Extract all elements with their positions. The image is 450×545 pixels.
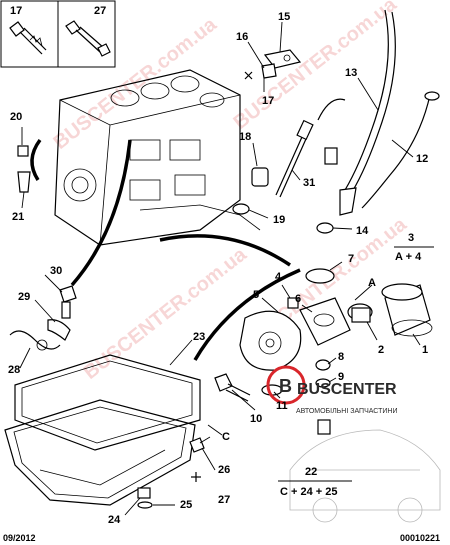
formula-c-24-25: C + 24 + 25 (280, 486, 338, 498)
label-24: 24 (108, 514, 121, 526)
label-17: 17 (262, 95, 274, 107)
sump-accessories (137, 437, 205, 509)
label-7: 7 (348, 253, 354, 265)
label-29: 29 (18, 291, 30, 303)
label-2: 2 (378, 344, 384, 356)
cross-17-icon (244, 71, 253, 80)
label-6: 6 (295, 293, 301, 305)
sensor-31 (275, 98, 346, 198)
bracket-29 (47, 319, 71, 341)
plug-18 (232, 167, 269, 215)
engine-block (54, 69, 261, 246)
label-23: 23 (193, 331, 205, 343)
washer-9 (315, 378, 331, 388)
label-16: 16 (236, 31, 248, 43)
adapter-2 (347, 303, 373, 323)
bolt-17-icon (9, 21, 47, 55)
oil-filter-1 (381, 283, 433, 337)
label-12: 12 (416, 153, 428, 165)
washer-14 (316, 222, 334, 234)
plug-20-21 (17, 145, 31, 193)
label-22: 22 (305, 466, 317, 478)
bolt-10 (214, 373, 251, 402)
bolt-header-box: 17 27 (0, 0, 116, 68)
label-17-header: 17 (10, 5, 22, 17)
callout-labels: 15 16 17 13 12 18 31 19 14 20 21 7 4 5 A… (8, 11, 428, 526)
label-8: 8 (338, 351, 344, 363)
label-3: 3 (408, 232, 414, 244)
leader-lines (19, 21, 421, 516)
label-1: 1 (422, 344, 428, 356)
part-c-bolt (317, 419, 331, 435)
watermark-text: BUSCENTER.com.ua (230, 0, 402, 134)
logo-tagline: АВТОМОБІЛЬНІ ЗАПЧАСТИНИ (296, 408, 397, 415)
label-9: 9 (338, 371, 344, 383)
part-4 (287, 297, 299, 309)
footer-date: 09/2012 (3, 533, 36, 543)
cross-27-icon (191, 472, 201, 482)
seal-25 (137, 501, 153, 509)
logo-brand: BUSCENTER (297, 381, 397, 398)
label-28: 28 (8, 364, 20, 376)
oil-pump-5 (239, 310, 302, 371)
formula-3: 3 A + 4 (394, 232, 434, 263)
label-19: 19 (273, 214, 285, 226)
seal-8 (315, 359, 331, 371)
label-27: 27 (218, 494, 230, 506)
label-21: 21 (12, 211, 24, 223)
bracket-15 (244, 49, 302, 80)
oil-filter-group (214, 268, 433, 435)
label-10: 10 (250, 413, 262, 425)
label-14: 14 (356, 225, 369, 237)
formula-22: 22 C + 24 + 25 (278, 466, 352, 498)
watermark-layer: BUSCENTER.com.ua BUSCENTER.com.ua BUSCEN… (50, 0, 412, 384)
vehicle-ghost (289, 429, 441, 523)
dipstick-assembly (339, 9, 440, 216)
section-curves (30, 138, 301, 361)
footer-code: 00010221 (400, 533, 440, 543)
oil-sump (4, 354, 201, 506)
footer: 09/2012 00010221 (3, 533, 440, 543)
label-18: 18 (239, 131, 251, 143)
label-26: 26 (218, 464, 230, 476)
watermark-text: BUSCENTER.com.ua (50, 13, 222, 154)
bolt-30 (59, 285, 77, 303)
label-c: C (222, 431, 230, 443)
label-27-header: 27 (94, 5, 106, 17)
label-4: 4 (275, 271, 282, 283)
label-11: 11 (276, 400, 288, 412)
label-20: 20 (10, 111, 22, 123)
label-15: 15 (278, 11, 290, 23)
svg-text:B: B (279, 376, 292, 396)
clip-26 (189, 437, 205, 453)
label-31: 31 (303, 177, 315, 189)
label-5: 5 (253, 289, 259, 301)
bolt-27-icon (65, 20, 111, 57)
label-a: A (368, 277, 376, 289)
pipe-28 (9, 330, 61, 350)
o-ring-7 (305, 268, 335, 284)
label-25: 25 (180, 499, 192, 511)
oil-cooler-6 (299, 297, 351, 346)
formula-a-plus-4: A + 4 (395, 251, 422, 263)
drain-plug-24 (137, 487, 151, 499)
buscenter-logo: B BUSCENTER АВТОМОБІЛЬНІ ЗАПЧАСТИНИ (266, 365, 397, 415)
oil-intake (9, 285, 77, 351)
label-30: 30 (50, 265, 62, 277)
label-13: 13 (345, 67, 357, 79)
